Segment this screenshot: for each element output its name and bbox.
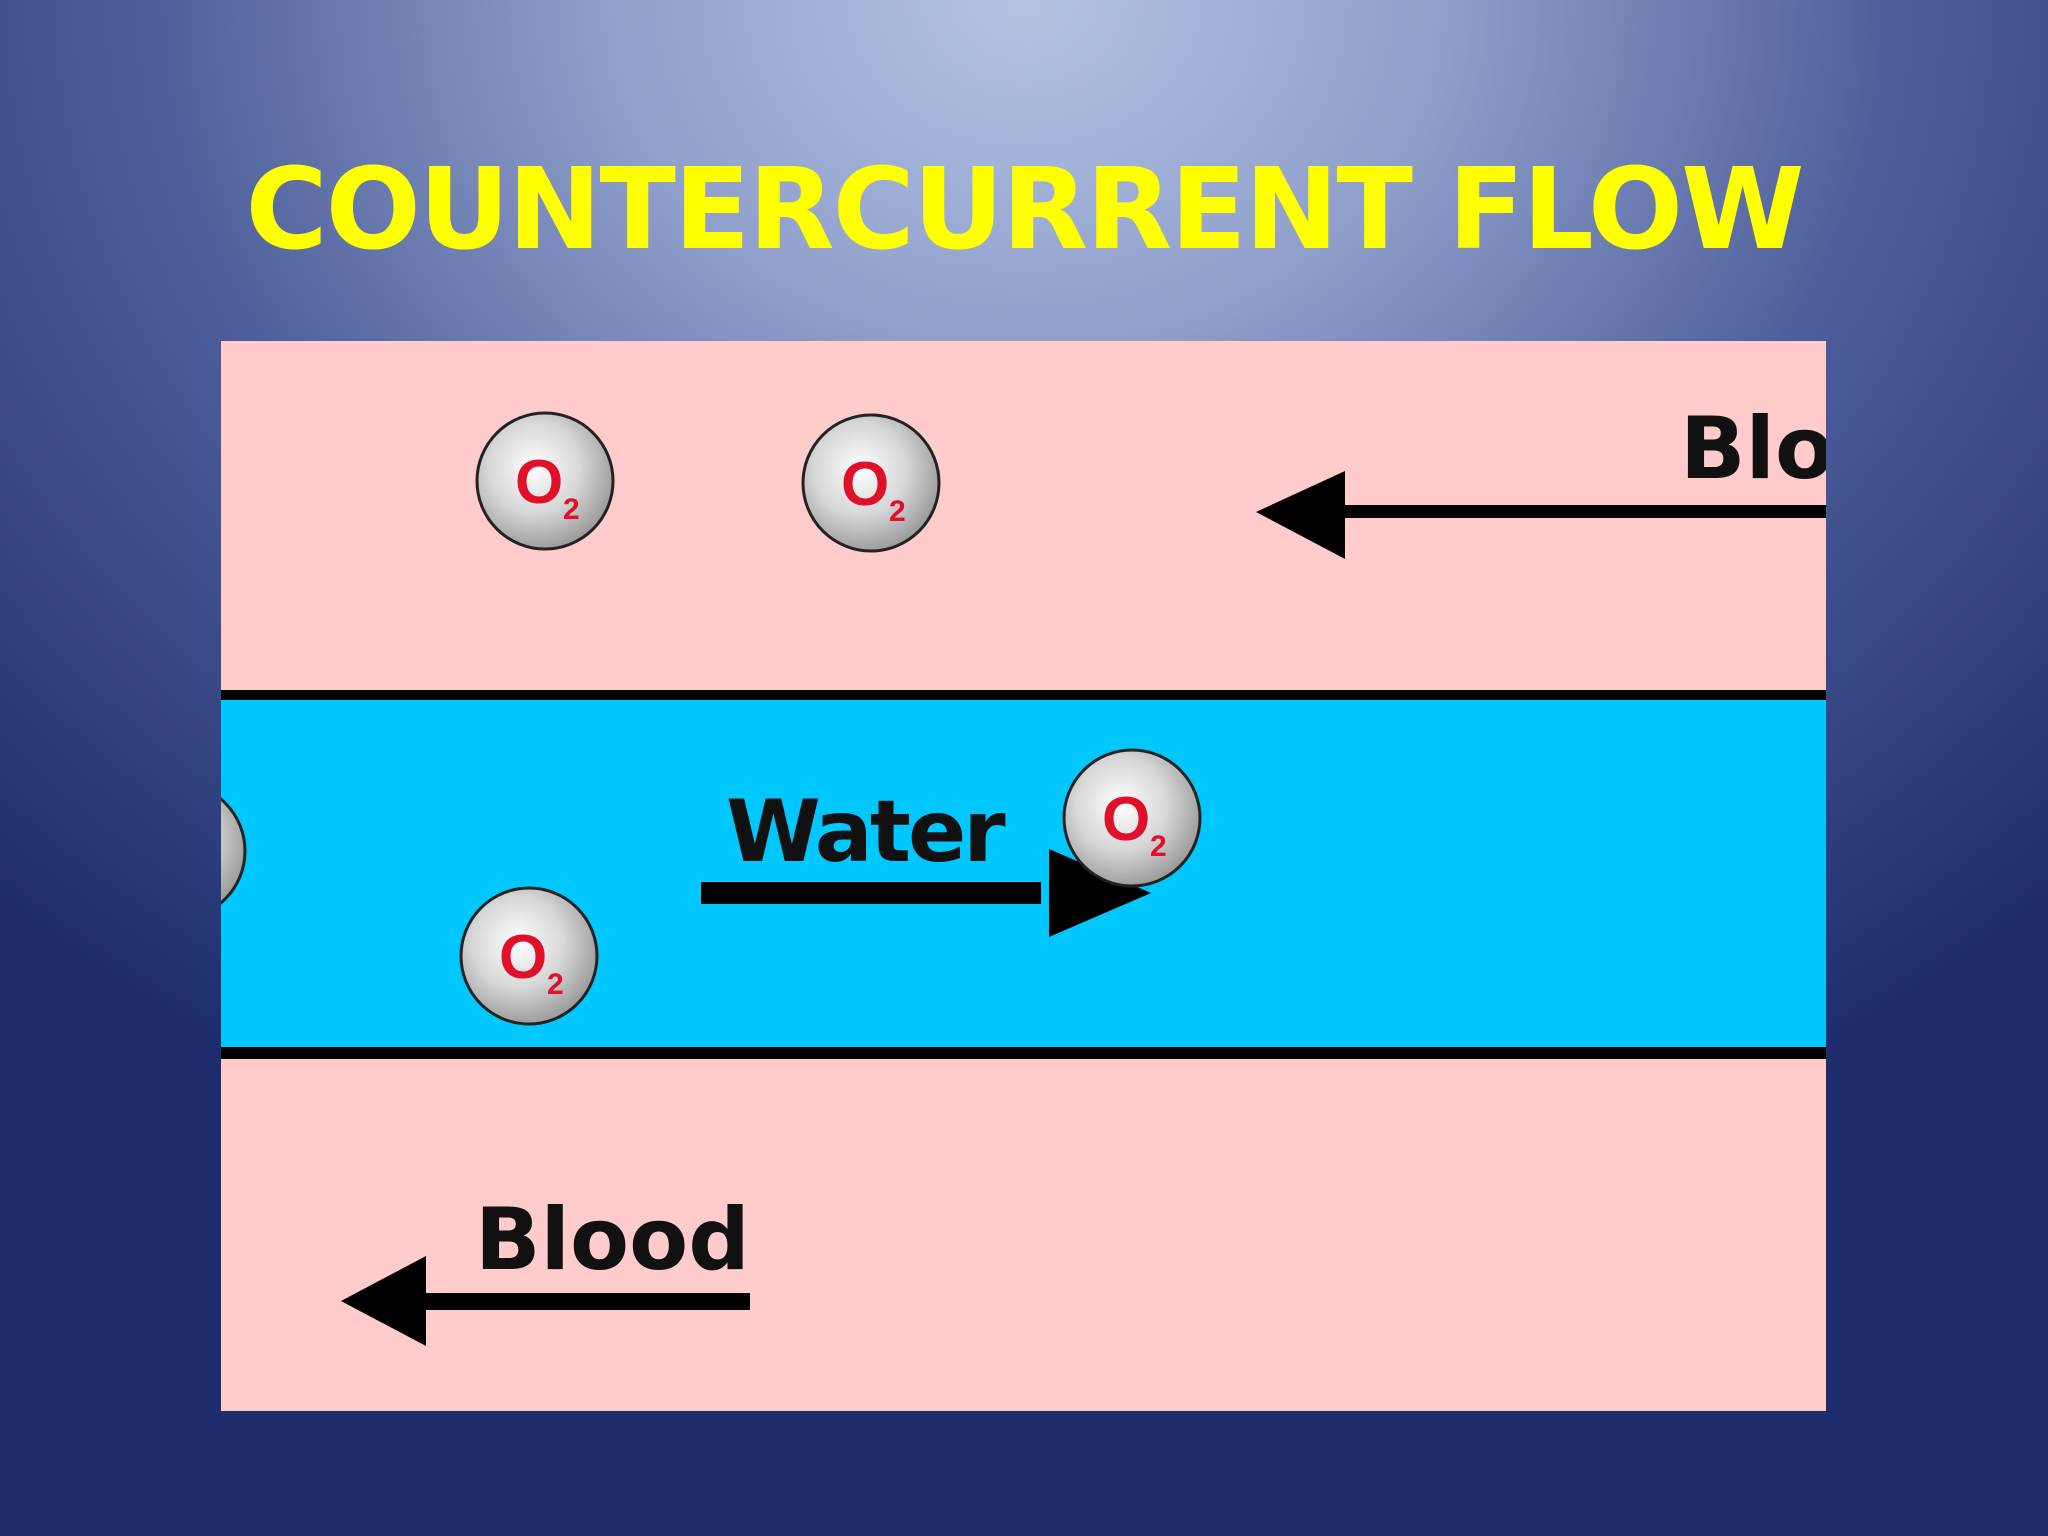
membrane-bottom [221, 1047, 1826, 1059]
membrane-top [221, 690, 1826, 700]
water-arrow [701, 849, 1151, 937]
slide-title: COUNTERCURRENT FLOW [245, 145, 1804, 275]
blood-bottom-label: Blood [475, 1190, 750, 1290]
oxygen-molecule-partial [221, 797, 247, 905]
blood-top-label: Blo [1680, 399, 1826, 499]
svg-text:O: O [841, 450, 889, 519]
blood-bottom-arrow [341, 1256, 750, 1346]
countercurrent-diagram: Blo Water Blood O 2 O 2 O [221, 341, 1826, 1411]
svg-text:O: O [499, 923, 547, 992]
oxygen-molecule: O 2 [1062, 748, 1202, 888]
svg-text:2: 2 [889, 495, 906, 528]
oxygen-molecule: O 2 [459, 886, 599, 1026]
svg-text:2: 2 [547, 968, 564, 1001]
oxygen-molecule: O 2 [801, 413, 941, 553]
svg-text:2: 2 [1150, 830, 1167, 863]
svg-text:2: 2 [563, 493, 580, 526]
blood-channel-bottom [221, 1057, 1826, 1411]
water-label: Water [726, 782, 1006, 882]
svg-text:O: O [515, 448, 563, 517]
oxygen-molecule: O 2 [475, 411, 615, 551]
svg-text:O: O [1102, 785, 1150, 854]
blood-top-arrow [1256, 471, 1826, 559]
